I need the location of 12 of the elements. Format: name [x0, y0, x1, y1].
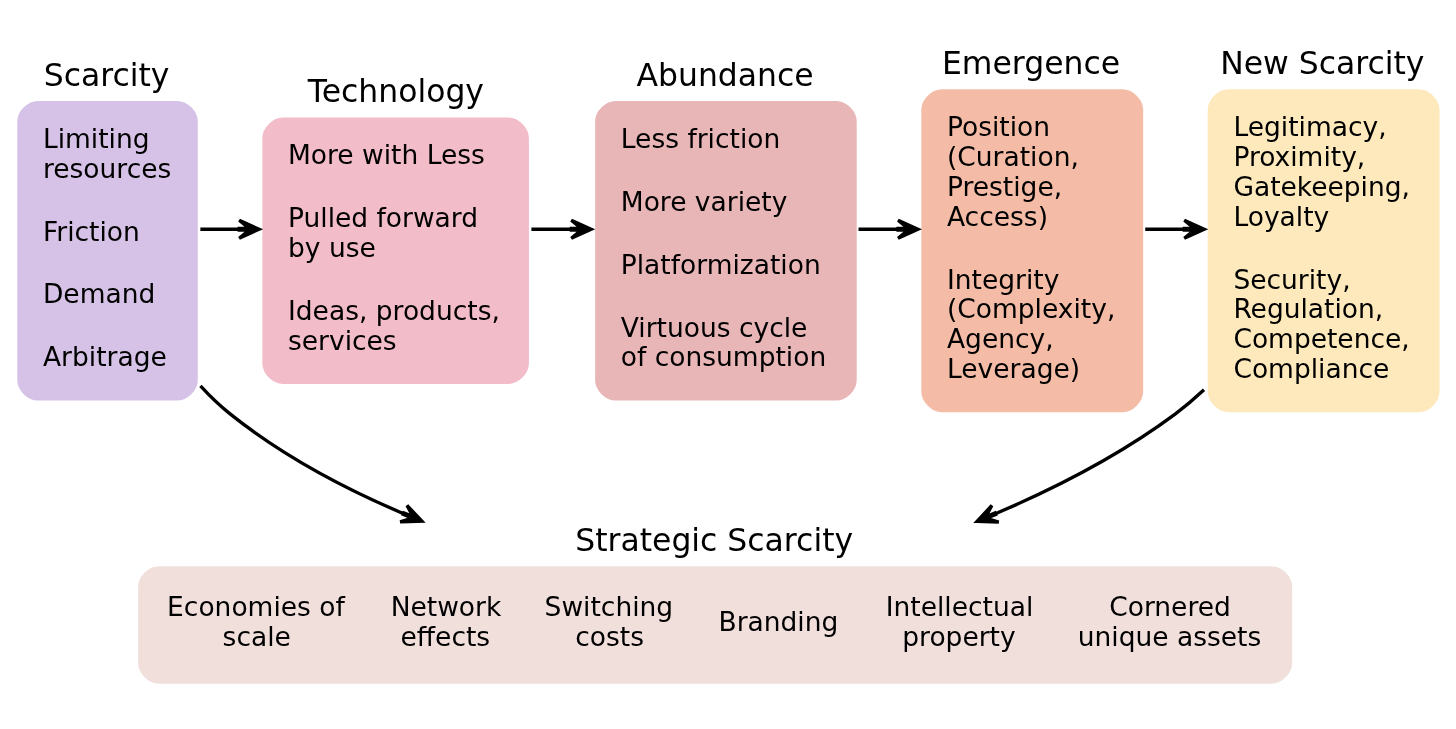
- arrow: [975, 388, 1206, 524]
- arrow: [1145, 218, 1206, 240]
- arrow: [858, 218, 920, 240]
- node-label: Abundance: [636, 56, 814, 93]
- arrow: [531, 218, 593, 240]
- arrow: [199, 384, 424, 524]
- node-label: Strategic Scarcity: [575, 521, 854, 558]
- node-label: New Scarcity: [1220, 44, 1425, 81]
- arrow: [200, 218, 261, 240]
- node-label: Scarcity: [43, 56, 170, 93]
- node-label: Technology: [307, 72, 484, 109]
- node-label: Emergence: [942, 44, 1121, 81]
